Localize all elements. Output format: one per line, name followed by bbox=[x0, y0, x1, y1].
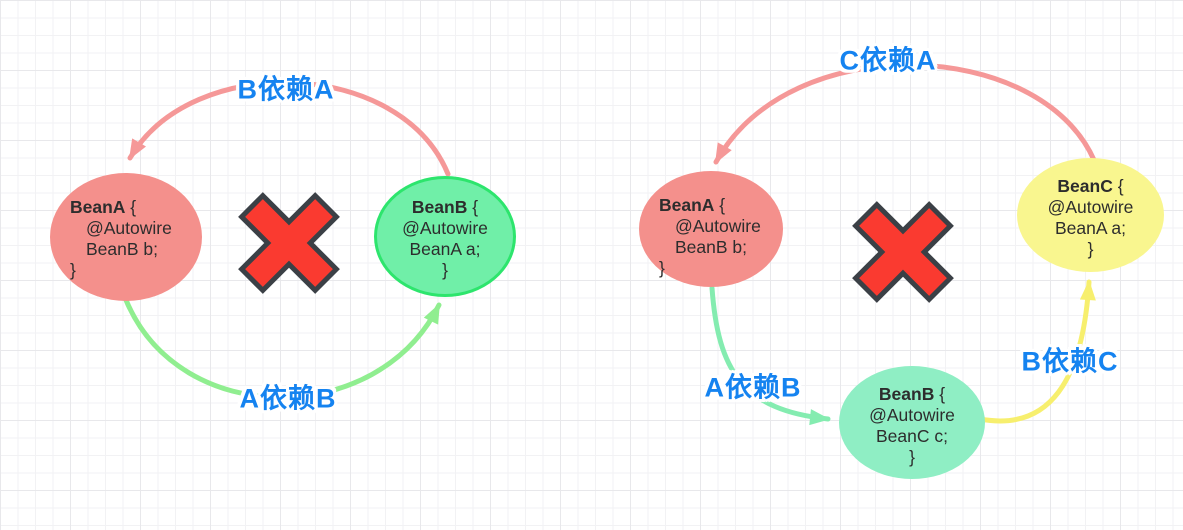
edge-a-depends-b-right-arrow bbox=[709, 285, 831, 426]
bean-code-line: @Autowire bbox=[402, 218, 488, 238]
bean-b-node-left: BeanB { @Autowire BeanA a; } bbox=[374, 176, 516, 297]
bean-code-line: } bbox=[659, 258, 665, 278]
edge-label-b-depends-a: B依赖A bbox=[237, 74, 335, 105]
bean-code-line: } bbox=[909, 447, 915, 467]
bean-code-line: BeanA a; bbox=[1054, 218, 1127, 238]
bean-code-line: @Autowire bbox=[1047, 197, 1134, 217]
edge-label-a-depends-b-right: A依赖B bbox=[704, 372, 802, 403]
bean-code-line: @Autowire bbox=[675, 216, 761, 236]
bean-code-line: BeanA { bbox=[659, 195, 726, 215]
edge-c-depends-a-arrow bbox=[713, 62, 1097, 165]
edge-label-c-depends-a: C依赖A bbox=[839, 45, 937, 76]
edge-b-depends-a-arrow bbox=[127, 80, 451, 177]
error-cross-icon bbox=[238, 192, 340, 294]
bean-code-line: BeanC { bbox=[1057, 176, 1124, 196]
bean-code-line: } bbox=[442, 260, 448, 280]
bean-code-line: BeanC c; bbox=[876, 426, 948, 446]
bean-c-node-right: BeanC { @Autowire BeanA a; } bbox=[1017, 158, 1164, 272]
bean-code-line: } bbox=[1087, 239, 1094, 259]
bean-b-node-right: BeanB { @Autowire BeanC c; } bbox=[839, 366, 985, 479]
bean-code-line: BeanB { bbox=[878, 384, 946, 404]
bean-code-line: @Autowire bbox=[86, 218, 172, 238]
bean-code-line: @Autowire bbox=[869, 405, 955, 425]
edge-b-depends-c-arrow bbox=[977, 279, 1096, 424]
bean-code-line: } bbox=[70, 260, 76, 280]
bean-code-line: BeanA a; bbox=[409, 239, 481, 259]
bean-a-node-left: BeanA { @Autowire BeanB b; } bbox=[50, 173, 202, 301]
error-cross-icon bbox=[852, 201, 954, 303]
bean-code-line: BeanB b; bbox=[86, 239, 158, 259]
edge-label-a-depends-b: A依赖B bbox=[239, 383, 337, 414]
bean-a-node-right: BeanA { @Autowire BeanB b; } bbox=[639, 171, 783, 287]
edge-label-b-depends-c: B依赖C bbox=[1021, 346, 1119, 377]
bean-code-line: BeanB b; bbox=[675, 237, 747, 257]
bean-code-line: BeanA { bbox=[70, 197, 137, 217]
bean-code-line: BeanB { bbox=[411, 197, 479, 217]
edge-a-depends-b-arrow bbox=[123, 297, 442, 400]
